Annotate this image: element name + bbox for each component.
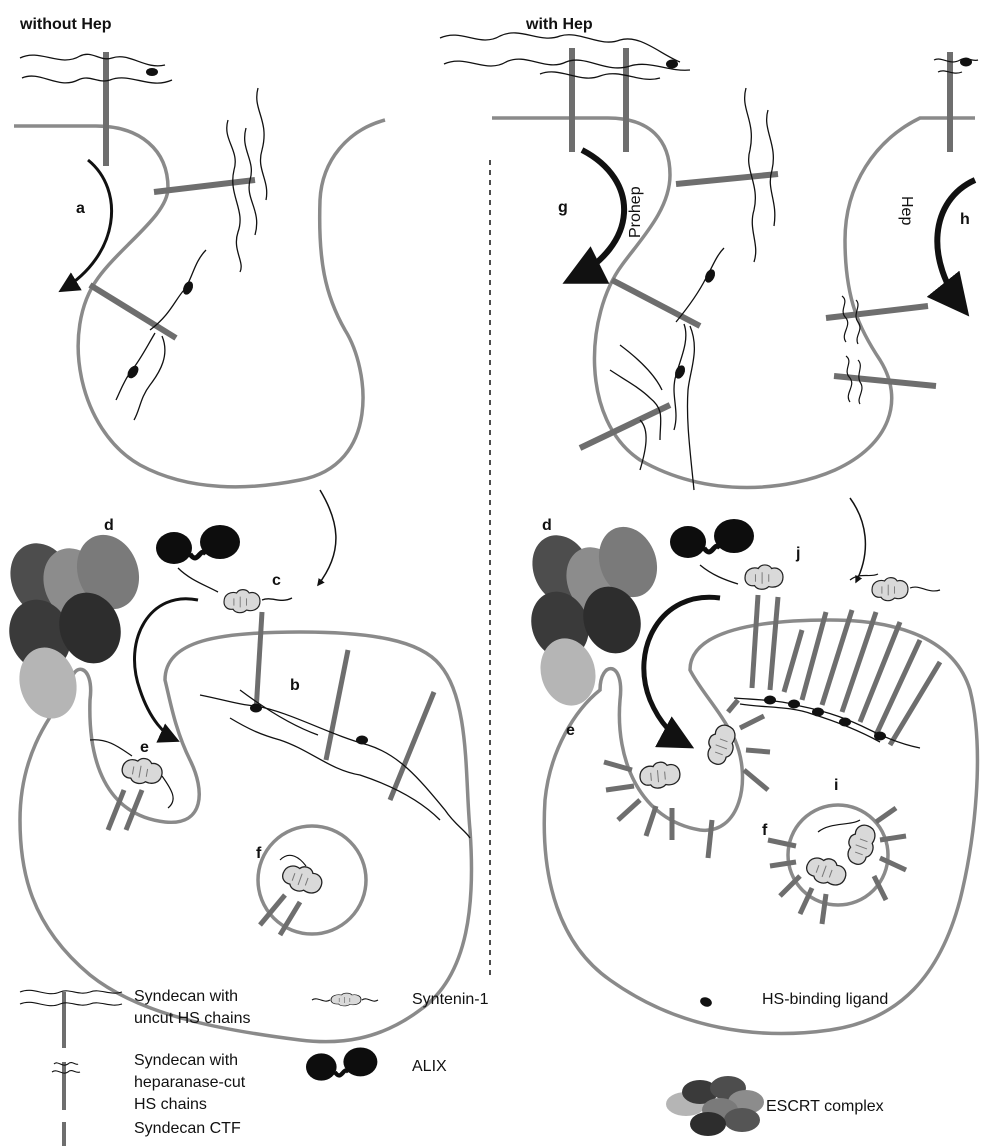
arrow-g bbox=[570, 150, 624, 280]
arrow-e-right bbox=[644, 597, 720, 745]
right-endosome-membrane bbox=[544, 620, 977, 1033]
ligand-icon bbox=[699, 996, 713, 1009]
legend-syndecan-cut: Syndecan with heparanase-cut HS chains bbox=[134, 1050, 245, 1116]
left-budding-vesicle-content bbox=[90, 740, 173, 830]
syndecan-cut-icon bbox=[52, 1062, 80, 1110]
label-a: a bbox=[76, 200, 85, 217]
right-ilv-f bbox=[768, 805, 906, 924]
syndecan-uncut-icon bbox=[20, 990, 122, 1048]
label-h: h bbox=[960, 211, 970, 228]
left-syndecans-b bbox=[200, 612, 470, 838]
alix-icon bbox=[306, 1047, 377, 1080]
left-endosome-membrane bbox=[20, 632, 472, 1042]
label-c: c bbox=[272, 572, 281, 589]
syntenin-icon bbox=[312, 993, 378, 1006]
label-i: i bbox=[834, 777, 838, 794]
legend-alix: ALIX bbox=[412, 1056, 447, 1078]
left-alix bbox=[156, 525, 240, 564]
right-syndecan-inner bbox=[580, 248, 724, 490]
label-f-right: f bbox=[762, 822, 768, 839]
label-prohep: Prohep bbox=[627, 186, 644, 238]
left-syndecan-inner bbox=[90, 250, 206, 420]
legend-syndecan-uncut: Syndecan with uncut HS chains bbox=[134, 986, 251, 1030]
left-ilv-f bbox=[258, 826, 366, 935]
legend-escrt: ESCRT complex bbox=[766, 1096, 884, 1118]
label-e-left: e bbox=[140, 739, 149, 756]
label-b: b bbox=[290, 677, 300, 694]
legend-syntenin: Syntenin-1 bbox=[412, 989, 489, 1011]
right-syndecan-array-i bbox=[734, 574, 940, 748]
legend-syndecan-ctf: Syndecan CTF bbox=[134, 1118, 241, 1140]
right-syndecan-neck bbox=[676, 88, 778, 262]
left-syndecan-surface bbox=[20, 52, 172, 166]
label-f-left: f bbox=[256, 845, 262, 862]
legend-ligand: HS-binding ligand bbox=[762, 989, 888, 1011]
label-hep: Hep bbox=[898, 196, 915, 225]
left-plasma-membrane bbox=[14, 120, 385, 487]
right-alix bbox=[670, 519, 754, 558]
left-syntenin-c bbox=[224, 590, 260, 613]
label-g: g bbox=[558, 199, 568, 216]
left-syndecan-neck bbox=[154, 88, 267, 272]
right-plasma-membrane bbox=[492, 118, 975, 488]
right-syntenin-j bbox=[745, 565, 783, 589]
right-budding-vesicle-content bbox=[604, 700, 770, 858]
label-d-right: d bbox=[542, 517, 552, 534]
right-syndecan-cut-inner bbox=[826, 296, 936, 404]
right-syndecan-surface bbox=[440, 33, 690, 152]
escrt-icon bbox=[666, 1076, 764, 1136]
label-j: j bbox=[795, 545, 800, 562]
label-d-left: d bbox=[104, 517, 114, 534]
arrow-right-down bbox=[850, 498, 865, 582]
arrow-left-down bbox=[318, 490, 336, 585]
right-syndecan-cut-surface bbox=[934, 52, 978, 152]
label-e-right: e bbox=[566, 722, 575, 739]
left-escrt-complex bbox=[0, 526, 149, 725]
arrow-h bbox=[937, 180, 975, 310]
